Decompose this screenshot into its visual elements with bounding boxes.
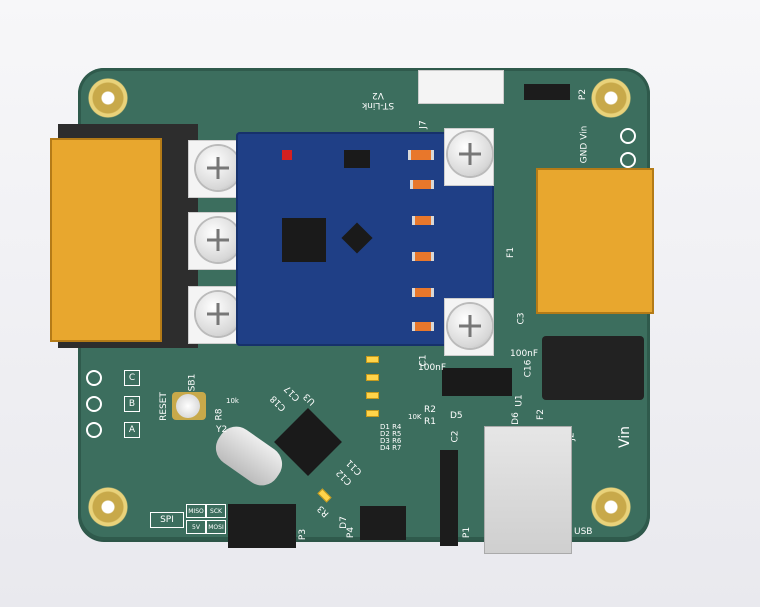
phase-b-hole: [86, 396, 102, 412]
r8-label: R8: [214, 408, 225, 421]
spi-label: SPI: [150, 512, 184, 528]
spi-miso-label: MISO: [186, 504, 206, 518]
module-capacitor: [412, 322, 434, 331]
c3-label: C3: [516, 312, 527, 325]
gnd-vin-label: GND Vin: [579, 125, 590, 164]
u1-label: U1: [514, 394, 525, 407]
r1-label: R1: [424, 417, 436, 427]
usb-connector: [484, 426, 572, 554]
phase-c-label: C: [124, 370, 140, 386]
gnd-wire-hole: [620, 152, 636, 168]
module-capacitor: [412, 252, 434, 261]
p2-label: P2: [578, 88, 589, 101]
d5-label: D5: [450, 411, 463, 421]
spi-mosi-label: MOSI: [206, 520, 226, 534]
screw-icon: [196, 218, 240, 262]
mounting-hole-top-right: [591, 78, 631, 118]
f1-label: F1: [505, 247, 516, 258]
r8-val-label: 10k: [226, 397, 239, 405]
header-p1: [440, 450, 458, 546]
screw-icon: [448, 132, 492, 176]
j7-label: J7: [418, 120, 429, 129]
sb1-label: SB1: [187, 373, 198, 392]
led-d4: [366, 410, 379, 417]
header-p3: [228, 504, 296, 548]
terminal-block-left: [50, 138, 162, 342]
module-capacitor: [408, 150, 434, 160]
usb-label: USB: [574, 527, 593, 537]
led-map-label: D1 R4 D2 R5 D3 R6 D4 R7: [380, 423, 402, 452]
screw-icon: [196, 292, 240, 336]
phase-c-hole: [86, 370, 102, 386]
c16-label: C16: [523, 359, 534, 378]
stlink-connector: [418, 70, 504, 104]
vin-wire-hole: [620, 128, 636, 144]
d6-label: D6: [510, 412, 521, 425]
phase-b-label: B: [124, 396, 140, 412]
gate-driver-ic: [282, 218, 326, 262]
mounting-hole-bottom-right: [591, 487, 631, 527]
screw-icon: [448, 304, 492, 348]
p1-label: P1: [462, 526, 473, 539]
spi-sck-label: SCK: [206, 504, 226, 518]
screw-icon: [196, 146, 240, 190]
vin-label: Vin: [617, 425, 634, 449]
module-capacitor: [412, 288, 434, 297]
phase-a-label: A: [124, 422, 140, 438]
p3-label: P3: [298, 528, 309, 541]
d7-label: D7: [338, 516, 349, 529]
barrel-jack: [542, 336, 644, 400]
module-regulator: [344, 150, 370, 168]
module-capacitor: [412, 216, 434, 225]
led-d1: [366, 356, 379, 363]
u1-ic: [442, 368, 512, 396]
mounting-hole-top-left: [88, 78, 128, 118]
c1-val-label: 100nF: [418, 363, 447, 373]
v2-label: V2: [372, 90, 384, 100]
reset-button[interactable]: [176, 394, 200, 418]
power-terminal-block: [536, 168, 654, 314]
r2-label: R2: [424, 405, 436, 415]
spi-5v-label: 5V: [186, 520, 206, 534]
header-p2: [524, 84, 570, 100]
c2-label: C2: [450, 430, 461, 443]
mounting-hole-bottom-left: [88, 487, 128, 527]
reset-label: RESET: [158, 392, 169, 421]
f2-label: F2: [535, 409, 546, 420]
led-d2: [366, 374, 379, 381]
header-p4: [360, 506, 406, 540]
st-link-label: ST-Link: [362, 100, 395, 110]
status-led: [282, 150, 292, 160]
r1-val-label: 10K: [408, 413, 422, 421]
module-capacitor: [410, 180, 434, 189]
c16-val-label: 100nF: [510, 349, 539, 359]
y2-label: Y2: [216, 425, 228, 435]
led-d3: [366, 392, 379, 399]
phase-a-hole: [86, 422, 102, 438]
